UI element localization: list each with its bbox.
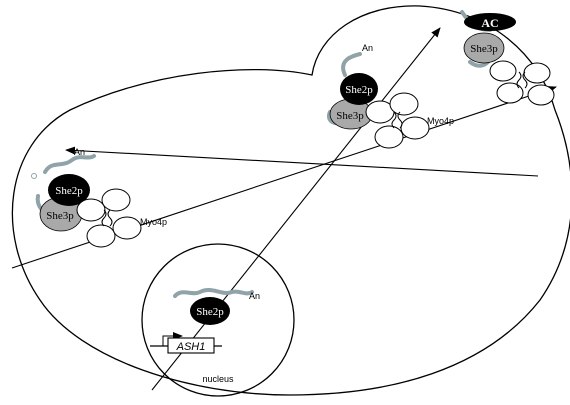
ac-anchor	[464, 13, 516, 31]
nucleus-contents: An She2p ASH1 nucleus	[150, 288, 260, 384]
myo4p-head-3-mid	[374, 125, 404, 149]
myo4p-head-3-tip	[496, 82, 524, 104]
myo4p-head-2-mid	[389, 92, 419, 116]
poly-a-label-nucleus: An	[249, 291, 260, 301]
myo4p-head-1-left	[76, 198, 106, 222]
myo4p-head-2-tip	[523, 62, 551, 84]
she3p-label-mid: She3p	[336, 110, 364, 122]
myo4p-head-4-left	[112, 216, 142, 240]
myo4p-head-2-left	[101, 188, 131, 212]
myo4p-coil-left	[101, 209, 113, 227]
nucleus-label: nucleus	[202, 374, 234, 384]
myo4p-coil-mid	[391, 111, 403, 129]
she3p-label-left: She3p	[46, 210, 74, 222]
myo4p-label-left: Myo4p	[140, 217, 167, 227]
she2p-label-left: She2p	[55, 185, 83, 197]
she3p-tip	[463, 32, 505, 64]
mrna-strand-nucleus	[173, 288, 254, 298]
she2p-nucleus	[190, 297, 230, 325]
myo4p-head-1-tip	[489, 60, 517, 82]
nucleus-circle	[141, 243, 295, 397]
myo4p-coil-tip	[516, 71, 528, 89]
track-line-upper	[65, 146, 539, 177]
complex-bud-tip: AC She3p	[460, 10, 555, 106]
myo4p-label-mid: Myo4p	[427, 116, 454, 126]
ash1-gene-box	[167, 337, 215, 354]
mrna-end-left	[31, 173, 37, 179]
she2p-left	[48, 174, 90, 206]
mrna-strand-mid	[341, 52, 362, 77]
she3p-label-tip: She3p	[470, 43, 498, 55]
complex-left: An She2p She3p Myo4p	[31, 147, 167, 248]
myo4p-head-3-left	[86, 224, 116, 248]
myo4p-head-4-mid	[400, 116, 430, 140]
ash1-gene-label: ASH1	[176, 341, 206, 353]
she2p-mid	[340, 73, 378, 105]
poly-a-label-left: An	[74, 147, 85, 157]
poly-a-label-mid: An	[362, 43, 373, 53]
she2p-label-mid: She2p	[345, 84, 373, 96]
she2p-label-nucleus: She2p	[196, 306, 224, 318]
myo4p-head-4-tip	[527, 84, 555, 106]
ac-label: AC	[481, 16, 498, 30]
mrna-strand-left	[43, 154, 96, 174]
transcription-start-arrow	[162, 332, 183, 346]
track-line-diagonal-long	[151, 27, 441, 391]
complex-bud-middle: An She2p She3p Myo4p	[327, 43, 454, 149]
